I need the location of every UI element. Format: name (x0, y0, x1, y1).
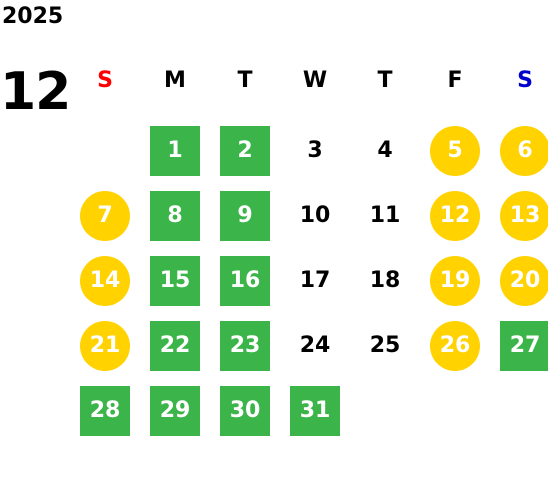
calendar-day[interactable]: 12 (430, 190, 480, 241)
calendar-year: 2025 (2, 4, 64, 29)
calendar-day[interactable]: 29 (150, 385, 200, 436)
calendar-cell (490, 378, 548, 443)
calendar-cell: 4 (350, 118, 420, 183)
calendar-cell: 9 (210, 183, 280, 248)
calendar-cell: 2 (210, 118, 280, 183)
calendar-day[interactable]: 1 (150, 125, 200, 176)
calendar-cell: 25 (350, 313, 420, 378)
weekday-label: M (164, 67, 186, 93)
calendar-day[interactable]: 17 (299, 268, 331, 293)
calendar-day[interactable]: 14 (80, 255, 130, 306)
weekday-label: F (447, 67, 463, 93)
calendar-day[interactable]: 18 (369, 268, 401, 293)
calendar-cell: 24 (280, 313, 350, 378)
calendar-day[interactable]: 24 (299, 333, 331, 358)
weekday-label: W (302, 67, 328, 93)
calendar-day[interactable]: 20 (500, 255, 548, 306)
calendar-day[interactable]: 11 (369, 203, 401, 228)
weekday-label: T (377, 67, 393, 93)
calendar-day[interactable]: 3 (307, 138, 323, 163)
calendar-day[interactable]: 13 (500, 190, 548, 241)
calendar-day[interactable]: 23 (220, 320, 270, 371)
calendar-cell (350, 378, 420, 443)
calendar-cell: 17 (280, 248, 350, 313)
weekday-label: S (97, 67, 113, 93)
weekday-label: T (237, 67, 253, 93)
calendar-cell: 20 (490, 248, 548, 313)
calendar-day[interactable]: 27 (500, 320, 548, 371)
calendar-cell: 21 (70, 313, 140, 378)
calendar-day[interactable]: 22 (150, 320, 200, 371)
calendar-cell: 1 (140, 118, 210, 183)
calendar-day[interactable]: 15 (150, 255, 200, 306)
calendar-day[interactable]: 7 (80, 190, 130, 241)
calendar-day[interactable]: 6 (500, 125, 548, 176)
calendar-cell: 19 (420, 248, 490, 313)
calendar-day[interactable]: 19 (430, 255, 480, 306)
calendar-cell (70, 118, 140, 183)
calendar-cell: 7 (70, 183, 140, 248)
calendar-month: 12 (0, 62, 71, 122)
calendar-cell: 26 (420, 313, 490, 378)
calendar-cell: 10 (280, 183, 350, 248)
calendar-day[interactable]: 30 (220, 385, 270, 436)
calendar-cell (420, 378, 490, 443)
calendar-cell: 5 (420, 118, 490, 183)
calendar-day[interactable]: 16 (220, 255, 270, 306)
calendar-day[interactable]: 2 (220, 125, 270, 176)
calendar-day[interactable]: 31 (290, 385, 340, 436)
calendar-day[interactable]: 9 (220, 190, 270, 241)
calendar-day[interactable]: 26 (430, 320, 480, 371)
calendar-cell: 13 (490, 183, 548, 248)
calendar-cell: 8 (140, 183, 210, 248)
calendar-cell: 3 (280, 118, 350, 183)
calendar-cell: 28 (70, 378, 140, 443)
calendar-day[interactable]: 10 (299, 203, 331, 228)
calendar-cell: 14 (70, 248, 140, 313)
calendar-cell: 23 (210, 313, 280, 378)
calendar-cell: 22 (140, 313, 210, 378)
calendar-day[interactable]: 5 (430, 125, 480, 176)
calendar-day[interactable]: 8 (150, 190, 200, 241)
calendar-cell: 27 (490, 313, 548, 378)
calendar-day[interactable]: 21 (80, 320, 130, 371)
weekday-label: S (517, 67, 533, 93)
calendar-cell: 29 (140, 378, 210, 443)
calendar-day[interactable]: 25 (369, 333, 401, 358)
calendar-cell: 15 (140, 248, 210, 313)
calendar-day[interactable]: 28 (80, 385, 130, 436)
calendar-cell: 16 (210, 248, 280, 313)
calendar-day[interactable]: 4 (377, 138, 393, 163)
calendar-cell: 6 (490, 118, 548, 183)
calendar-cell: 18 (350, 248, 420, 313)
calendar-cell: 30 (210, 378, 280, 443)
calendar-cell: 31 (280, 378, 350, 443)
calendar-cell: 12 (420, 183, 490, 248)
calendar-cell: 11 (350, 183, 420, 248)
